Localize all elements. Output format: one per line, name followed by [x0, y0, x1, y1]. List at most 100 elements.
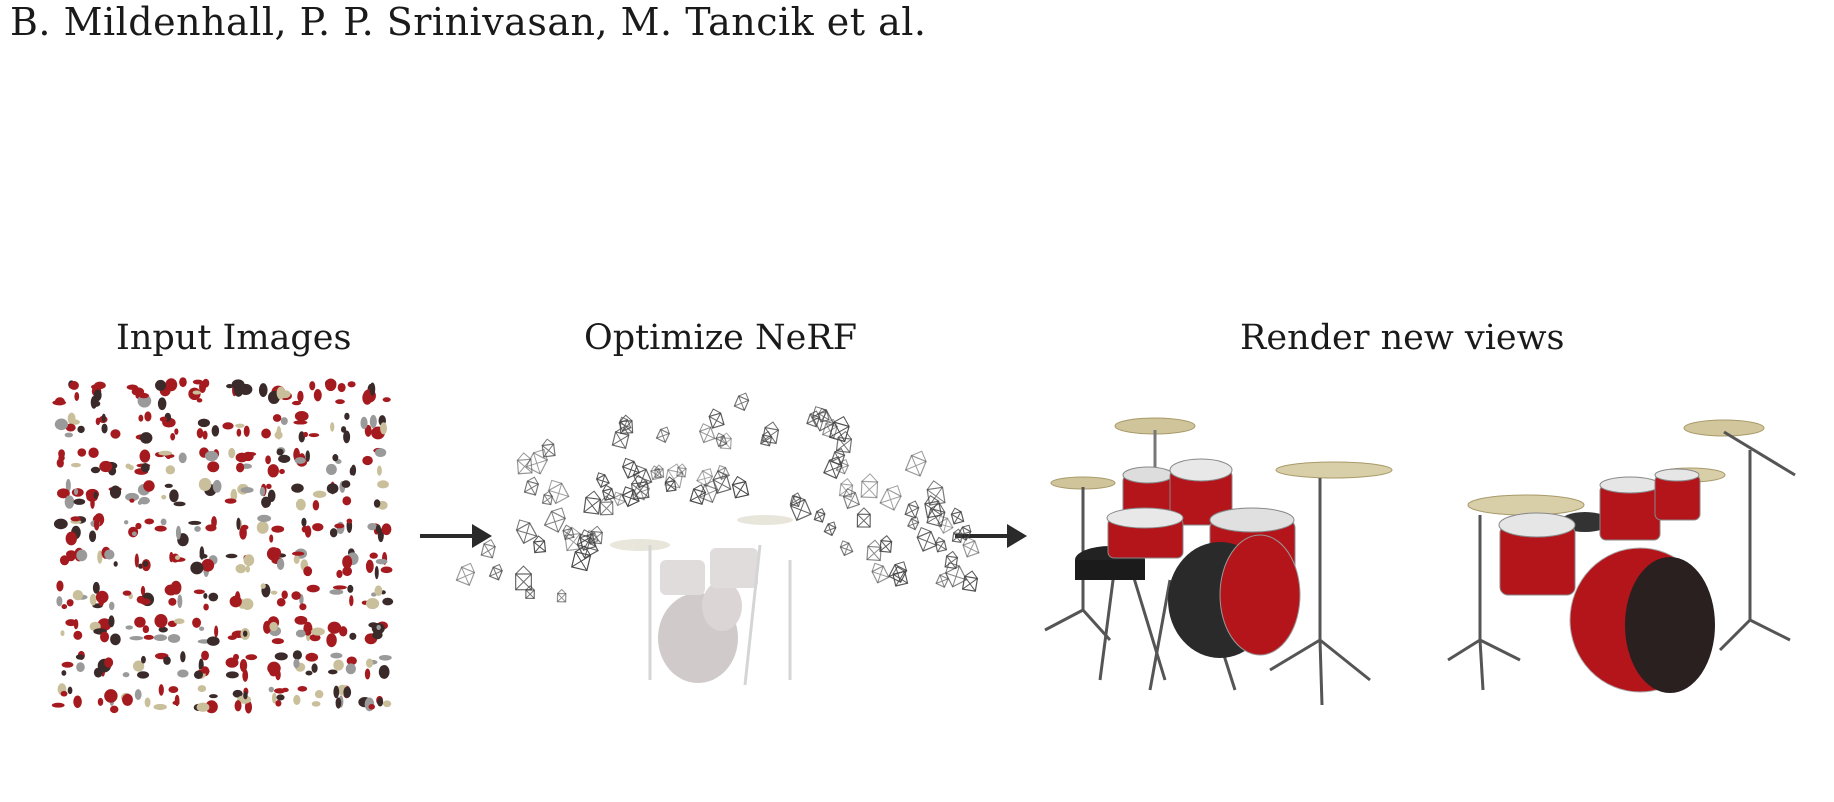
input-image-thumbnail: [265, 447, 291, 478]
input-image-thumbnail: [327, 652, 357, 675]
input-image-thumbnail: [155, 377, 187, 411]
input-image-thumbnail: [190, 546, 218, 577]
camera-frustum-icon: [455, 562, 476, 587]
camera-frustum-icon: [543, 507, 567, 533]
input-image-thumbnail: [326, 621, 357, 648]
camera-frustum-icon: [904, 450, 927, 477]
input-image-thumbnail: [324, 378, 356, 405]
camera-frustum-icon: [823, 521, 837, 537]
rendered-view-2: [1447, 419, 1796, 693]
camera-frustum-icon: [556, 588, 567, 603]
input-image-thumbnail: [362, 382, 391, 405]
input-image-thumbnail: [291, 381, 322, 406]
camera-frustum-icon: [696, 468, 714, 488]
camera-frustum-icon: [599, 495, 614, 516]
camera-frustum-icon: [731, 475, 750, 499]
camera-frustum-icon: [595, 472, 610, 489]
input-image-thumbnail: [326, 480, 352, 506]
camera-frustum-icon: [589, 525, 603, 545]
input-image-thumbnail: [326, 454, 357, 476]
input-image-thumbnail: [364, 654, 392, 680]
camera-frustum-icon: [934, 536, 948, 553]
input-image-thumbnail: [95, 413, 121, 439]
camera-frustum-icon: [916, 526, 938, 552]
panel-label-render-new-views: Render new views: [1240, 318, 1565, 358]
input-image-thumbnail: [60, 619, 83, 640]
input-image-thumbnail: [358, 695, 392, 712]
camera-frustum-icon: [892, 566, 909, 587]
input-image-thumbnail: [291, 548, 313, 577]
input-image-thumbnail: [259, 483, 276, 509]
camera-frustum-icon: [813, 508, 826, 523]
camera-frustum-icon: [951, 528, 963, 544]
camera-frustum-icon: [811, 406, 835, 432]
input-image-thumbnail: [88, 447, 118, 476]
input-image-thumbnail: [125, 480, 155, 505]
camera-frustum-icon: [525, 585, 535, 600]
camera-frustum-icon: [515, 519, 538, 545]
camera-frustum-icon: [904, 500, 920, 519]
camera-frustum-icon: [839, 540, 854, 557]
input-image-thumbnail: [51, 683, 82, 708]
input-image-thumbnail: [292, 650, 319, 676]
input-image-thumbnail: [134, 553, 151, 572]
input-image-thumbnail: [57, 478, 86, 509]
input-image-thumbnail: [228, 447, 257, 473]
input-image-thumbnail: [199, 447, 220, 473]
input-image-thumbnail: [198, 477, 222, 497]
camera-frustum-icon: [708, 408, 725, 429]
camera-frustum-icon: [621, 486, 640, 508]
input-image-thumbnail: [222, 422, 250, 437]
input-image-thumbnail: [360, 414, 388, 440]
input-image-thumbnail: [193, 650, 210, 679]
camera-frustum-icon: [523, 476, 540, 496]
input-image-thumbnail: [52, 380, 80, 406]
camera-frustum-icon: [480, 538, 496, 559]
camera-frustum-icon: [618, 416, 632, 432]
input-image-grid: [51, 377, 394, 714]
input-image-thumbnail: [364, 621, 388, 645]
input-image-thumbnail: [227, 628, 250, 640]
input-image-thumbnail: [153, 613, 185, 643]
camera-frustum-icon: [888, 561, 908, 584]
camera-frustum-icon: [944, 562, 968, 588]
input-image-thumbnail: [268, 686, 289, 707]
camera-frustum-icon: [632, 465, 653, 489]
rendered-view-1: [1044, 417, 1393, 706]
camera-frustum-icon: [698, 480, 719, 504]
input-image-thumbnail: [155, 651, 189, 678]
input-image-thumbnail: [54, 412, 85, 438]
input-image-thumbnail: [56, 448, 87, 468]
input-image-thumbnail: [61, 650, 85, 676]
input-image-thumbnail: [53, 516, 87, 546]
input-image-thumbnail: [90, 381, 106, 409]
input-image-thumbnail: [267, 652, 288, 681]
camera-frustum-icon: [533, 535, 547, 554]
input-image-thumbnail: [196, 418, 220, 440]
camera-frustum-icon: [944, 550, 959, 570]
input-image-thumbnail: [291, 483, 327, 511]
camera-frustum-icon: [664, 476, 677, 493]
input-image-thumbnail: [224, 483, 254, 504]
camera-frustum-icon: [611, 426, 630, 450]
camera-frustum-icon: [761, 421, 780, 445]
input-image-thumbnail: [125, 449, 151, 475]
camera-frustum-icon: [879, 535, 893, 553]
input-image-thumbnail: [301, 517, 324, 538]
input-image-thumbnail: [362, 447, 387, 476]
input-image-thumbnail: [97, 689, 119, 714]
input-image-thumbnail: [367, 522, 392, 543]
input-image-thumbnail: [120, 689, 151, 708]
input-image-thumbnail: [192, 617, 220, 646]
input-image-thumbnail: [97, 546, 118, 567]
input-image-thumbnail: [154, 518, 189, 547]
input-image-thumbnail: [329, 584, 354, 607]
input-image-thumbnail: [161, 483, 186, 507]
camera-frustum-icon: [733, 392, 750, 412]
input-image-thumbnail: [169, 551, 186, 563]
input-image-thumbnail: [164, 580, 183, 609]
camera-frustum-icon: [907, 516, 920, 531]
nerf-camera-dome: [455, 392, 980, 686]
input-image-thumbnail: [263, 616, 284, 645]
arrow-right-icon: [420, 524, 492, 548]
